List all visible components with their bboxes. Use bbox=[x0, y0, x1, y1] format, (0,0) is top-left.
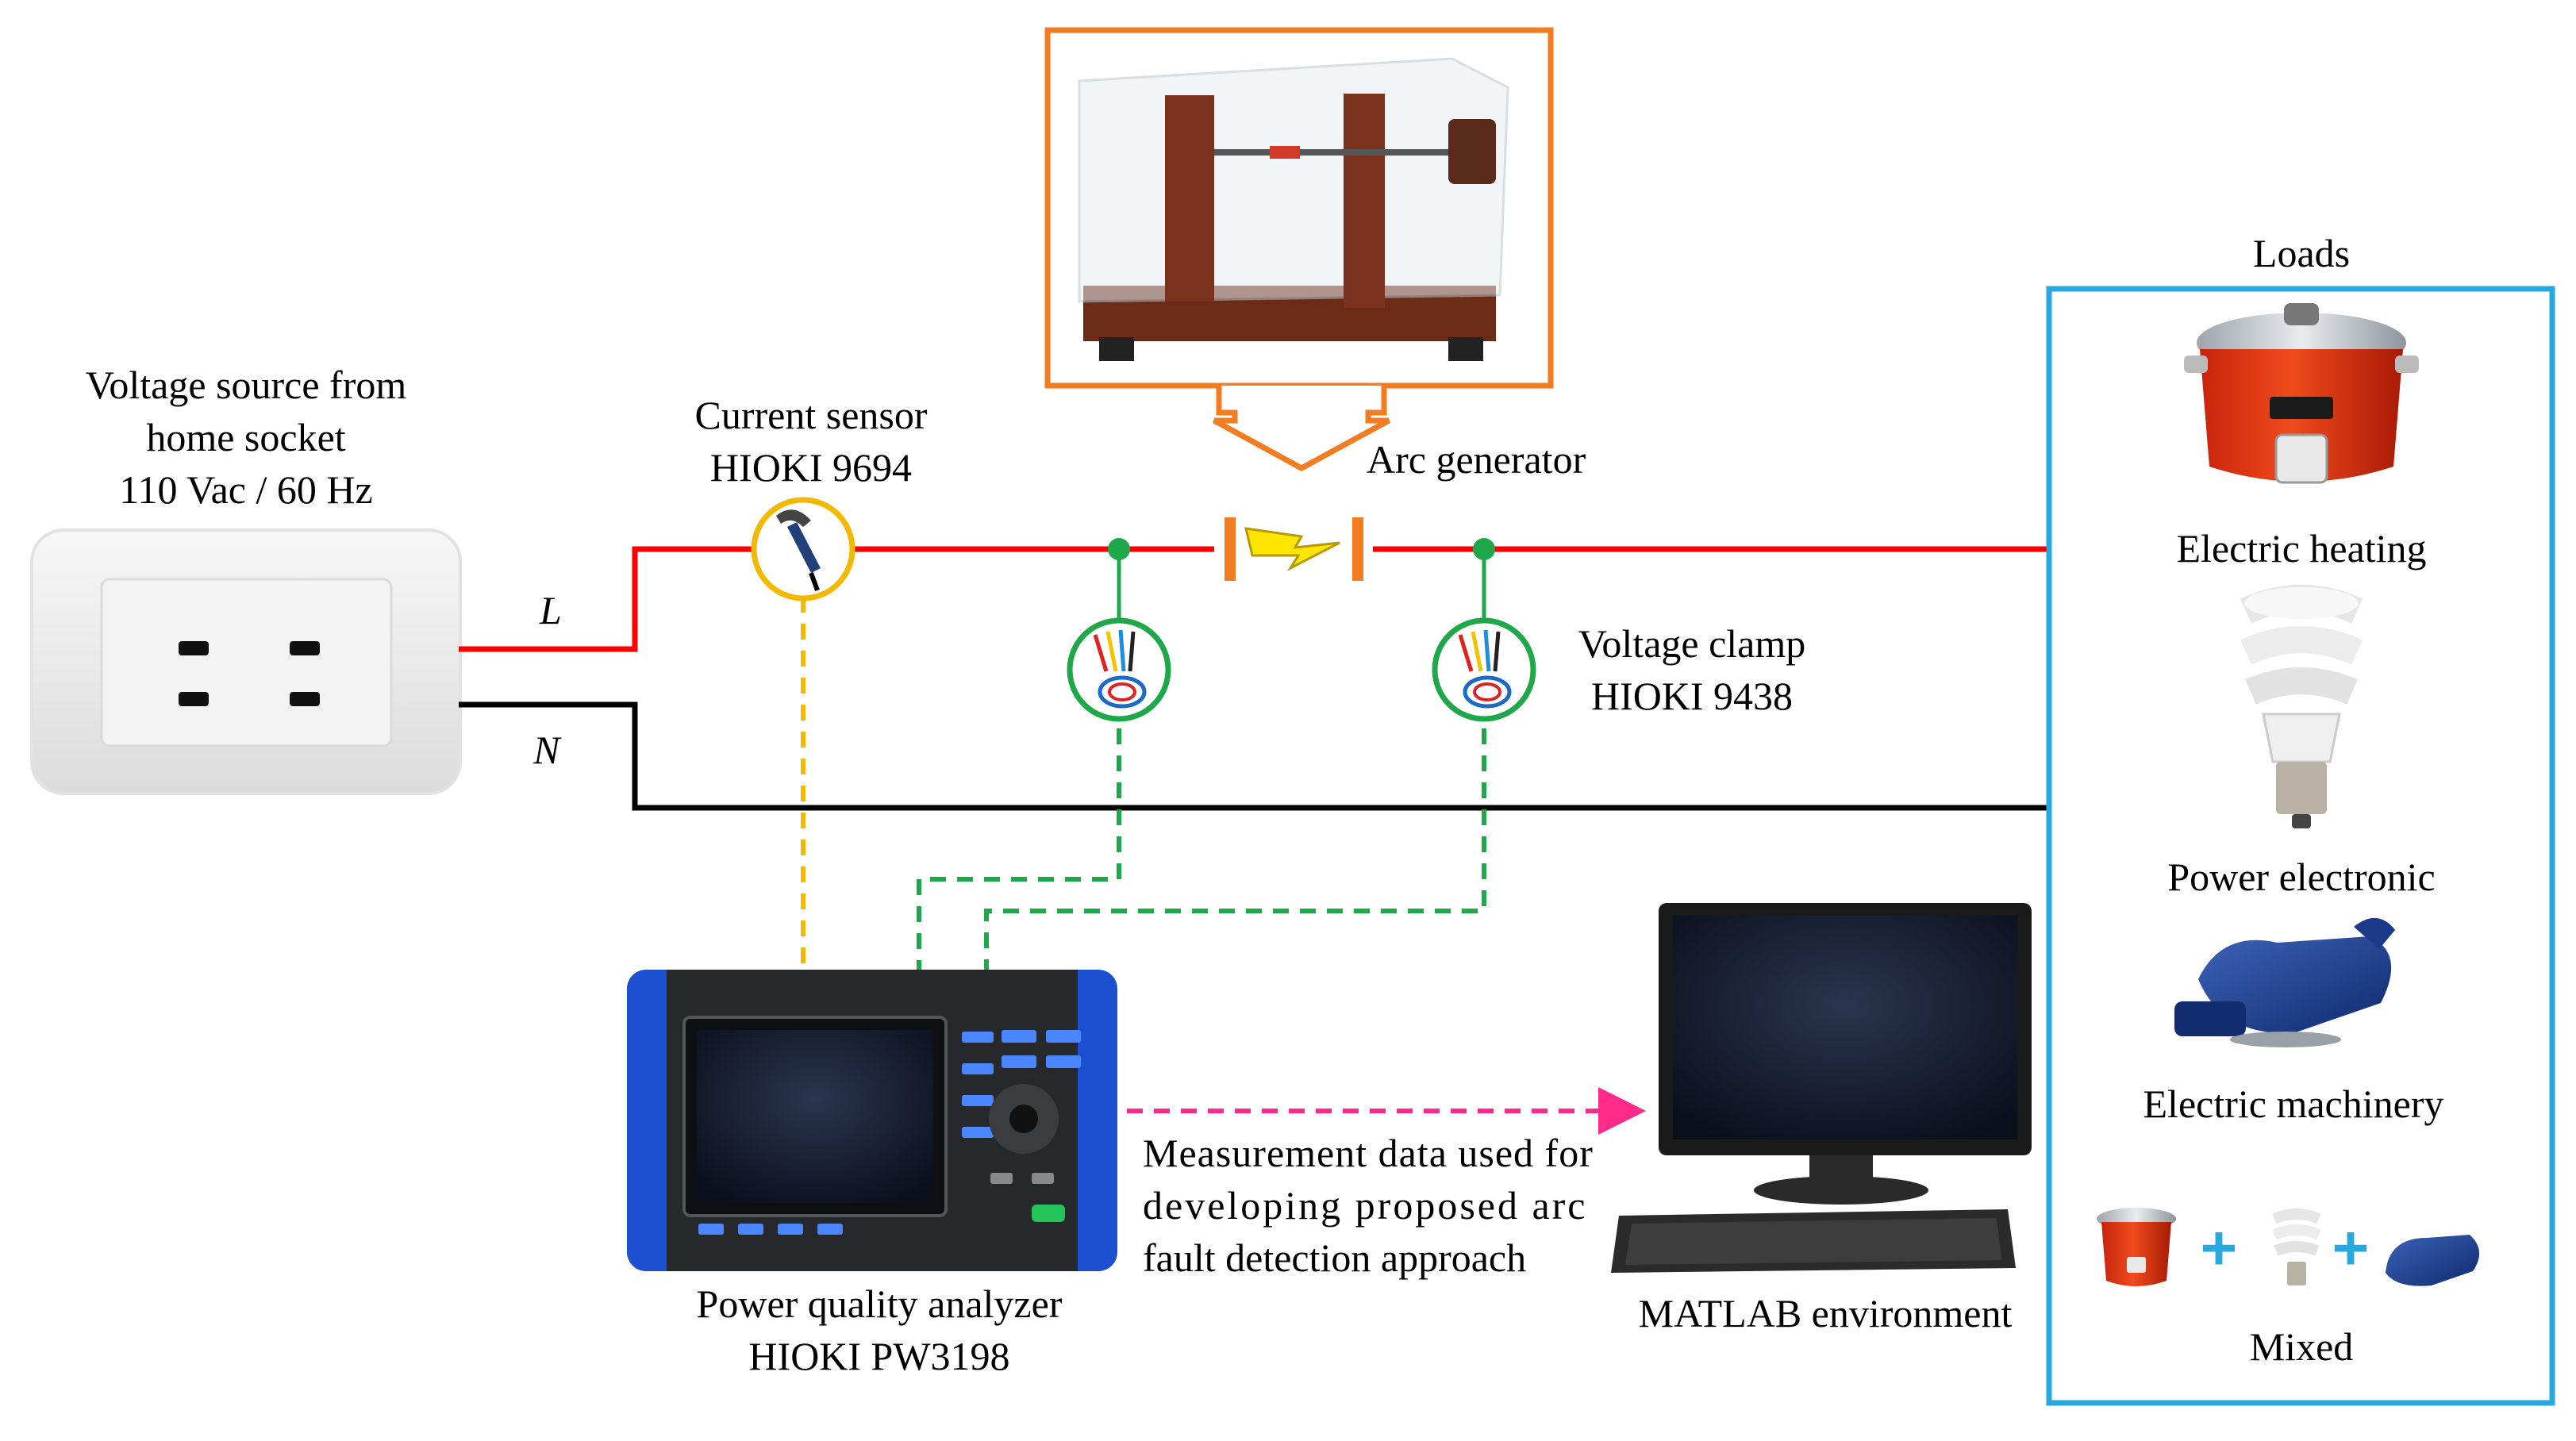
plus-icon: + bbox=[2201, 1212, 2238, 1283]
voltage-clamp-icon bbox=[1432, 617, 1536, 722]
neutral-wire bbox=[459, 701, 2049, 811]
junction-dot bbox=[1473, 538, 1495, 560]
arc-generator-device bbox=[1044, 27, 1554, 471]
voltage-clamp-label-line-2: HIOKI 9438 bbox=[1590, 674, 1794, 718]
data-arrow-label-line-3: fault detection approach bbox=[1143, 1235, 1527, 1280]
voltage-clamp-lead-2 bbox=[984, 701, 1486, 978]
load-label-power-electronic: Power electronic bbox=[2167, 855, 2436, 899]
load-label-electric-machinery: Electric machinery bbox=[2143, 1082, 2444, 1126]
computer-monitor bbox=[1659, 903, 2032, 1205]
plus-icon: + bbox=[2332, 1212, 2370, 1283]
load-label-electric-heating: Electric heating bbox=[2176, 526, 2427, 571]
computer-keyboard bbox=[1611, 1209, 2016, 1273]
data-arrow-label-line-2: developing proposed arc bbox=[1143, 1183, 1588, 1228]
live-wire bbox=[459, 546, 2049, 652]
analyzer-label-line-1: Power quality analyzer bbox=[696, 1282, 1063, 1326]
data-arrow-label-line-1: Measurement data used for bbox=[1143, 1131, 1594, 1175]
power-quality-analyzer bbox=[627, 970, 1117, 1271]
mixed-loads-icon: + + bbox=[2097, 1208, 2480, 1286]
source-label-line-1: Voltage source from bbox=[85, 363, 407, 407]
computer-label: MATLAB environment bbox=[1638, 1291, 2013, 1335]
wall-socket bbox=[30, 528, 462, 795]
voltage-clamp-label-line-1: Voltage clamp bbox=[1578, 621, 1806, 666]
source-label-line-3: 110 Vac / 60 Hz bbox=[119, 467, 373, 512]
arc-generator-label: Arc generator bbox=[1367, 437, 1586, 482]
current-sensor-label-line-1: Current sensor bbox=[694, 393, 928, 437]
loads-title: Loads bbox=[2252, 231, 2351, 275]
junction-dot bbox=[1108, 538, 1130, 560]
current-sensor-label-line-2: HIOKI 9694 bbox=[709, 445, 913, 490]
voltage-clamp-icon bbox=[1067, 617, 1171, 722]
source-label-line-2: home socket bbox=[146, 415, 346, 459]
neutral-wire-label: N bbox=[533, 728, 560, 772]
load-label-mixed: Mixed bbox=[2249, 1324, 2354, 1369]
voltage-clamp-lead-1 bbox=[917, 701, 1121, 978]
rice-cooker-icon bbox=[2184, 303, 2419, 484]
cfl-bulb-icon bbox=[2240, 585, 2363, 828]
vacuum-cleaner-icon bbox=[2174, 917, 2395, 1047]
live-wire-label: L bbox=[540, 588, 562, 632]
loads-frame bbox=[2046, 286, 2555, 1406]
current-sensor-icon bbox=[751, 497, 855, 601]
arc-symbol bbox=[1214, 517, 1373, 581]
analyzer-label-line-2: HIOKI PW3198 bbox=[748, 1334, 1010, 1378]
